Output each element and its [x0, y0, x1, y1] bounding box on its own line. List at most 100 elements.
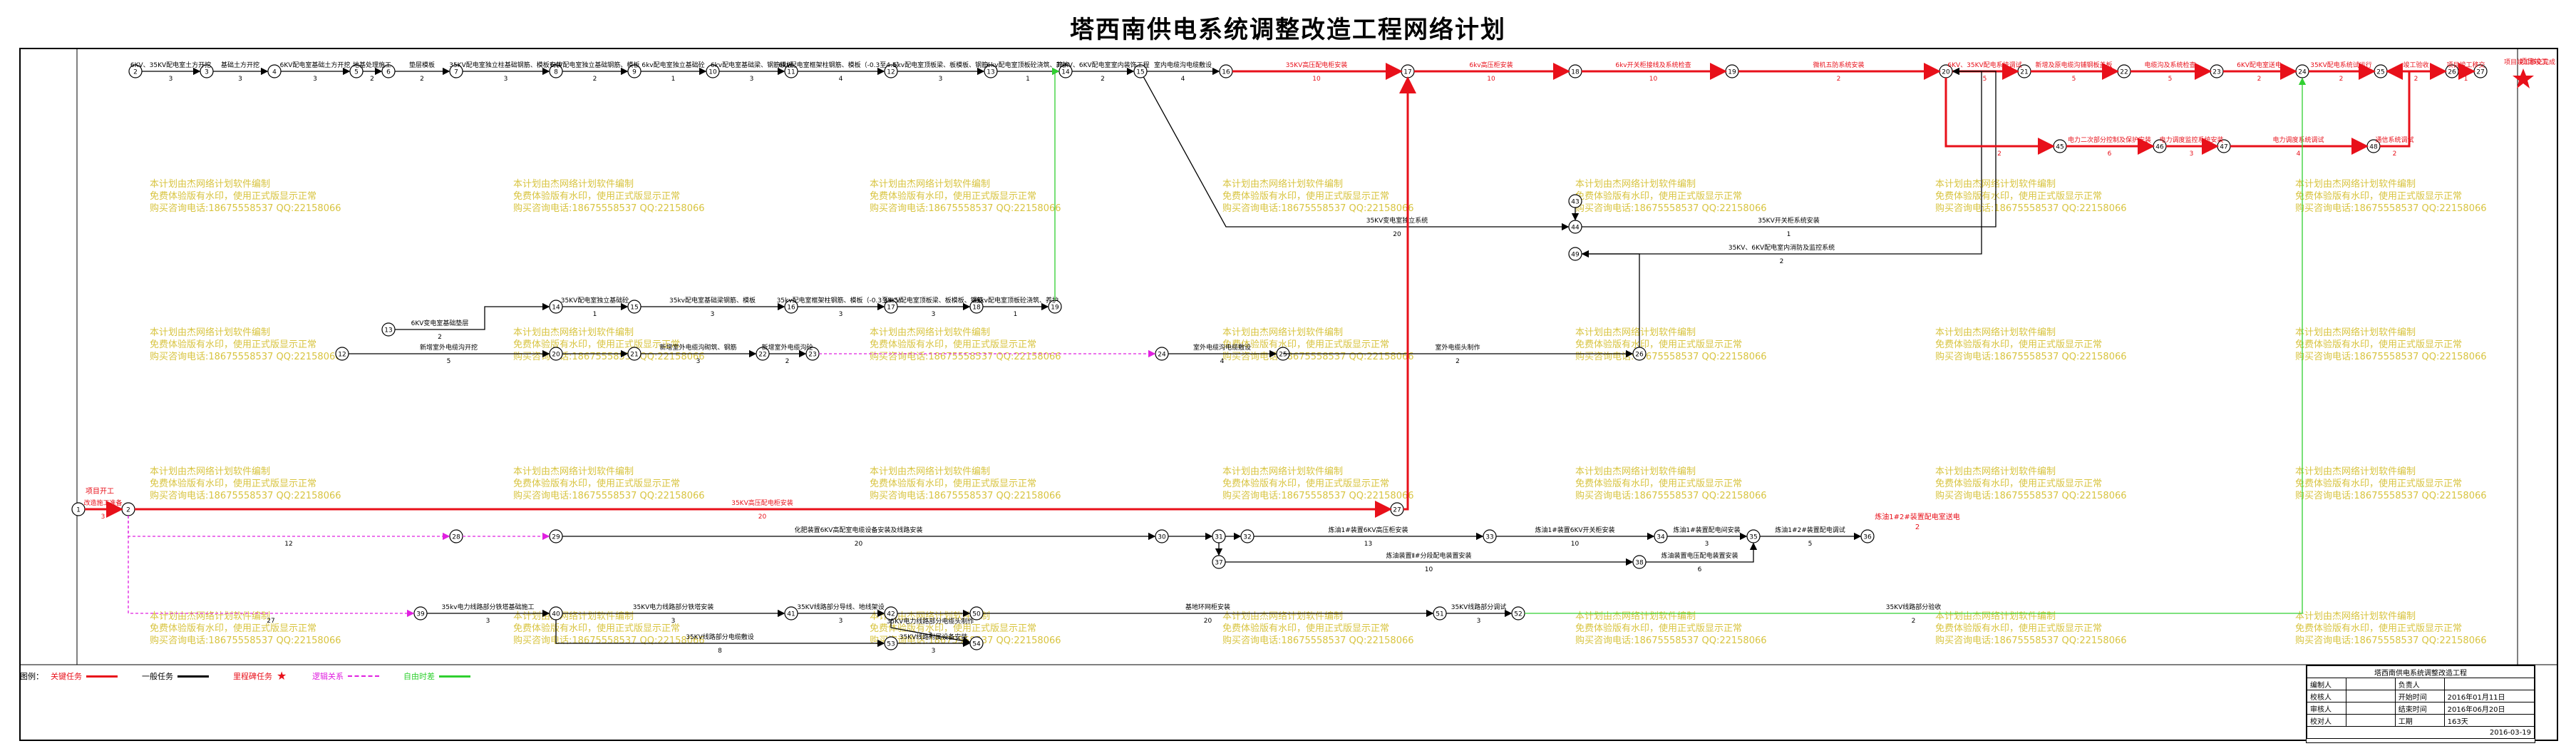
watermark-text: 购买咨询电话:18675558537 QQ:22158066 [1935, 490, 2127, 501]
activity-label: 室外电缆沟电缆敷设 [1193, 343, 1251, 352]
activity-arrow [395, 302, 550, 330]
legend-swatch [86, 675, 118, 678]
event-node-number: 39 [416, 611, 425, 618]
event-node-number: 23 [2212, 69, 2220, 76]
activity-label: 35KV线路部分电缆敷设 [686, 633, 754, 641]
activity-label: 35KV电力线路部分铁塔安装 [633, 603, 714, 611]
event-node-number: 14 [1061, 69, 1070, 76]
watermark-text: 购买咨询电话:18675558537 QQ:22158066 [870, 490, 1061, 501]
event-node-number: 12 [887, 69, 895, 76]
activity-label: 35KV开关柜系统安装 [1758, 216, 1820, 225]
activity-label: 6KV、35KV配电室土方开挖 [130, 61, 211, 69]
legend-item-label: 自由时差 [403, 672, 435, 681]
activity-arrow [128, 516, 450, 541]
info-value [2443, 678, 2535, 690]
activity-duration: 3 [169, 76, 173, 83]
watermark-text: 本计划由杰网络计划软件编制 [2295, 327, 2416, 338]
legend-swatch [439, 675, 470, 678]
info-value: 2016年01月11日 [2443, 690, 2535, 702]
activity-duration: 3 [932, 311, 936, 318]
watermark-text: 本计划由杰网络计划软件编制 [150, 178, 270, 190]
chart-title: 塔西南供电系统调整改造工程网络计划 [1070, 16, 1506, 44]
activity-label: 35KV配电系统试运行 [2310, 61, 2372, 69]
info-date: 2016-03-19 [2307, 726, 2535, 739]
watermark-text: 本计划由杰网络计划软件编制 [870, 466, 990, 477]
activity-arrow [1646, 542, 1758, 563]
watermark-text: 购买咨询电话:18675558537 QQ:22158066 [1935, 351, 2127, 362]
activity-label: 35KV变电室独立系统 [1366, 216, 1428, 225]
event-node-number: 19 [1051, 305, 1059, 312]
activity-label: 项目竣工移交 [2446, 61, 2485, 69]
event-node-number: 41 [787, 611, 795, 618]
activity-label: 35KV高压配电柜安装 [731, 499, 793, 507]
activity-label: 35KV线路附属设备安装 [900, 633, 968, 641]
event-node-number: 47 [2220, 144, 2227, 151]
watermark-text: 购买咨询电话:18675558537 QQ:22158066 [513, 351, 705, 362]
watermark-text: 本计划由杰网络计划软件编制 [1935, 327, 2056, 338]
activity-duration: 3 [696, 358, 701, 365]
event-node-number: 20 [1942, 69, 1950, 76]
event-node-number: 54 [972, 641, 981, 648]
event-node-number: 6 [386, 69, 391, 76]
activity-label: 6kv开关柜接线及系统检查 [1615, 61, 1691, 69]
watermark-text: 本计划由杰网络计划软件编制 [2295, 178, 2416, 190]
activity-label: 35KV、6KV配电室室内装饰工程 [1056, 61, 1149, 69]
info-value [2345, 702, 2396, 715]
event-node-number: 22 [2120, 69, 2128, 76]
watermark-text: 免费体验版有水印，使用正式版显示正常 [1222, 339, 1389, 350]
legend-item: 关键任务 [51, 670, 118, 682]
event-node-number: 32 [1243, 534, 1251, 541]
event-node-number: 24 [2298, 69, 2307, 76]
watermark-text: 免费体验版有水印，使用正式版显示正常 [1222, 478, 1389, 489]
watermark-text: 免费体验版有水印，使用正式版显示正常 [1222, 190, 1389, 202]
activity-duration: 3 [101, 513, 105, 521]
activity-arrow [1399, 76, 1416, 511]
watermark-text: 购买咨询电话:18675558537 QQ:22158066 [870, 351, 1061, 362]
watermark-text: 免费体验版有水印，使用正式版显示正常 [150, 478, 316, 489]
watermark-text: 本计划由杰网络计划软件编制 [2295, 466, 2416, 477]
watermark-text: 购买咨询电话:18675558537 QQ:22158066 [1222, 490, 1414, 501]
event-node-number: 11 [787, 69, 795, 76]
activity-duration: 4 [1220, 358, 1225, 365]
activity-duration: 2 [1456, 358, 1460, 365]
legend-swatch [348, 675, 379, 677]
activity-duration: 2 [1837, 76, 1841, 83]
event-node-number: 14 [552, 305, 560, 312]
info-block: 塔西南供电系统调整改造工程 编制人 负责人 校核人 开始时间 2016年01月1… [2306, 665, 2535, 743]
legend-item: 一般任务 [142, 670, 209, 682]
activity-label: 35KV线路部分调试 [1451, 603, 1507, 611]
watermark-text: 免费体验版有水印，使用正式版显示正常 [150, 190, 316, 202]
event-node-number: 10 [709, 69, 717, 76]
activity-duration: 3 [839, 311, 843, 318]
event-node-number: 3 [205, 69, 209, 76]
activity-label: 6kv高压柜安装 [1469, 61, 1513, 69]
event-node-number: 27 [2476, 69, 2484, 76]
event-node-number: 15 [630, 305, 638, 312]
watermark-text: 购买咨询电话:18675558537 QQ:22158066 [513, 635, 705, 646]
activity-label: 6KV配电室独立基础钢筋、模板 [550, 61, 640, 69]
watermark-text: 本计划由杰网络计划软件编制 [1935, 466, 2056, 477]
event-node-number: 1 [76, 507, 81, 514]
event-node-number: 30 [1158, 534, 1166, 541]
activity-duration: 5 [1808, 541, 1813, 548]
event-node-number: 29 [552, 534, 560, 541]
activity-arrow [1944, 78, 2055, 155]
activity-duration: 2 [438, 334, 442, 341]
activity-duration: 3 [671, 618, 676, 625]
watermark-text: 免费体验版有水印，使用正式版显示正常 [1935, 478, 2102, 489]
event-node-number: 4 [272, 69, 277, 76]
activity-label: 35KV、6KV配电室内消防及监控系统 [1729, 243, 1835, 252]
watermark-text: 本计划由杰网络计划软件编制 [1222, 178, 1343, 190]
outer-frame [19, 48, 2558, 741]
watermark-text: 购买咨询电话:18675558537 QQ:22158066 [150, 203, 341, 214]
watermark-text: 本计划由杰网络计划软件编制 [513, 466, 634, 477]
watermark-text: 购买咨询电话:18675558537 QQ:22158066 [1222, 203, 1414, 214]
activity-duration: 2 [785, 358, 790, 365]
activity-label: 电力调度系统调试 [2272, 136, 2324, 144]
watermark-text: 免费体验版有水印，使用正式版显示正常 [1575, 623, 1742, 634]
watermark-text: 免费体验版有水印，使用正式版显示正常 [150, 623, 316, 634]
watermark-text: 本计划由杰网络计划软件编制 [2295, 610, 2416, 622]
watermark-text: 购买咨询电话:18675558537 QQ:22158066 [513, 490, 705, 501]
activity-label: 35KV配电室独立基础砼 [561, 296, 629, 305]
activity-label: 基础土方开挖 [221, 61, 259, 69]
